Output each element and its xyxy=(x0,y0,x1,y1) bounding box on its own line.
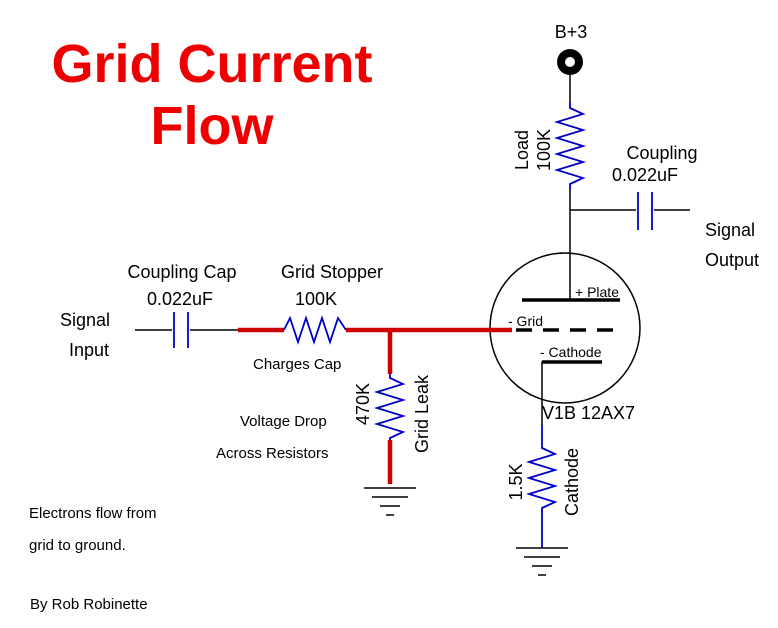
author-credit: By Rob Robinette xyxy=(30,596,148,613)
supply-terminal-hole xyxy=(565,57,575,67)
load-value: 100K xyxy=(534,129,554,171)
tube-cathode-label: - Cathode xyxy=(540,344,602,360)
title-line-1: Grid Current xyxy=(51,34,372,94)
cathode-resistor-value: 1.5K xyxy=(506,463,526,500)
grid-leak-value: 470K xyxy=(353,383,373,425)
grid-stopper-value: 100K xyxy=(295,289,337,309)
electrons-annotation-2: grid to ground. xyxy=(29,537,126,554)
output-coupling-value: 0.022uF xyxy=(612,165,678,185)
tube-plate-label: + Plate xyxy=(575,284,619,300)
voltage-drop-annotation-2: Across Resistors xyxy=(216,445,329,462)
grid-leak-name: Grid Leak xyxy=(412,374,432,453)
title-line-2: Flow xyxy=(151,96,275,156)
output-coupling-name: Coupling xyxy=(626,143,697,163)
load-name: Load xyxy=(512,130,532,170)
signal-output-line-2: Output xyxy=(705,250,759,270)
signal-input-line-2: Input xyxy=(69,340,109,360)
voltage-drop-annotation-1: Voltage Drop xyxy=(240,413,327,430)
signal-output-line-1: Signal xyxy=(705,220,755,240)
signal-input-line-1: Signal xyxy=(60,310,110,330)
electrons-annotation-1: Electrons flow from xyxy=(29,505,157,522)
tube-label: V1B 12AX7 xyxy=(542,403,635,423)
input-coupling-name: Coupling Cap xyxy=(127,262,236,282)
grid-stopper-name: Grid Stopper xyxy=(281,262,383,282)
supply-label: B+3 xyxy=(555,22,588,42)
tube-grid-label: - Grid xyxy=(508,313,543,329)
input-coupling-value: 0.022uF xyxy=(147,289,213,309)
load-resistor xyxy=(553,102,587,190)
cathode-resistor xyxy=(525,425,559,548)
grid-stopper-resistor xyxy=(283,315,347,345)
cathode-resistor-name: Cathode xyxy=(562,448,582,516)
charges-cap-annotation: Charges Cap xyxy=(253,356,341,373)
grid-leak-resistor xyxy=(373,374,407,440)
